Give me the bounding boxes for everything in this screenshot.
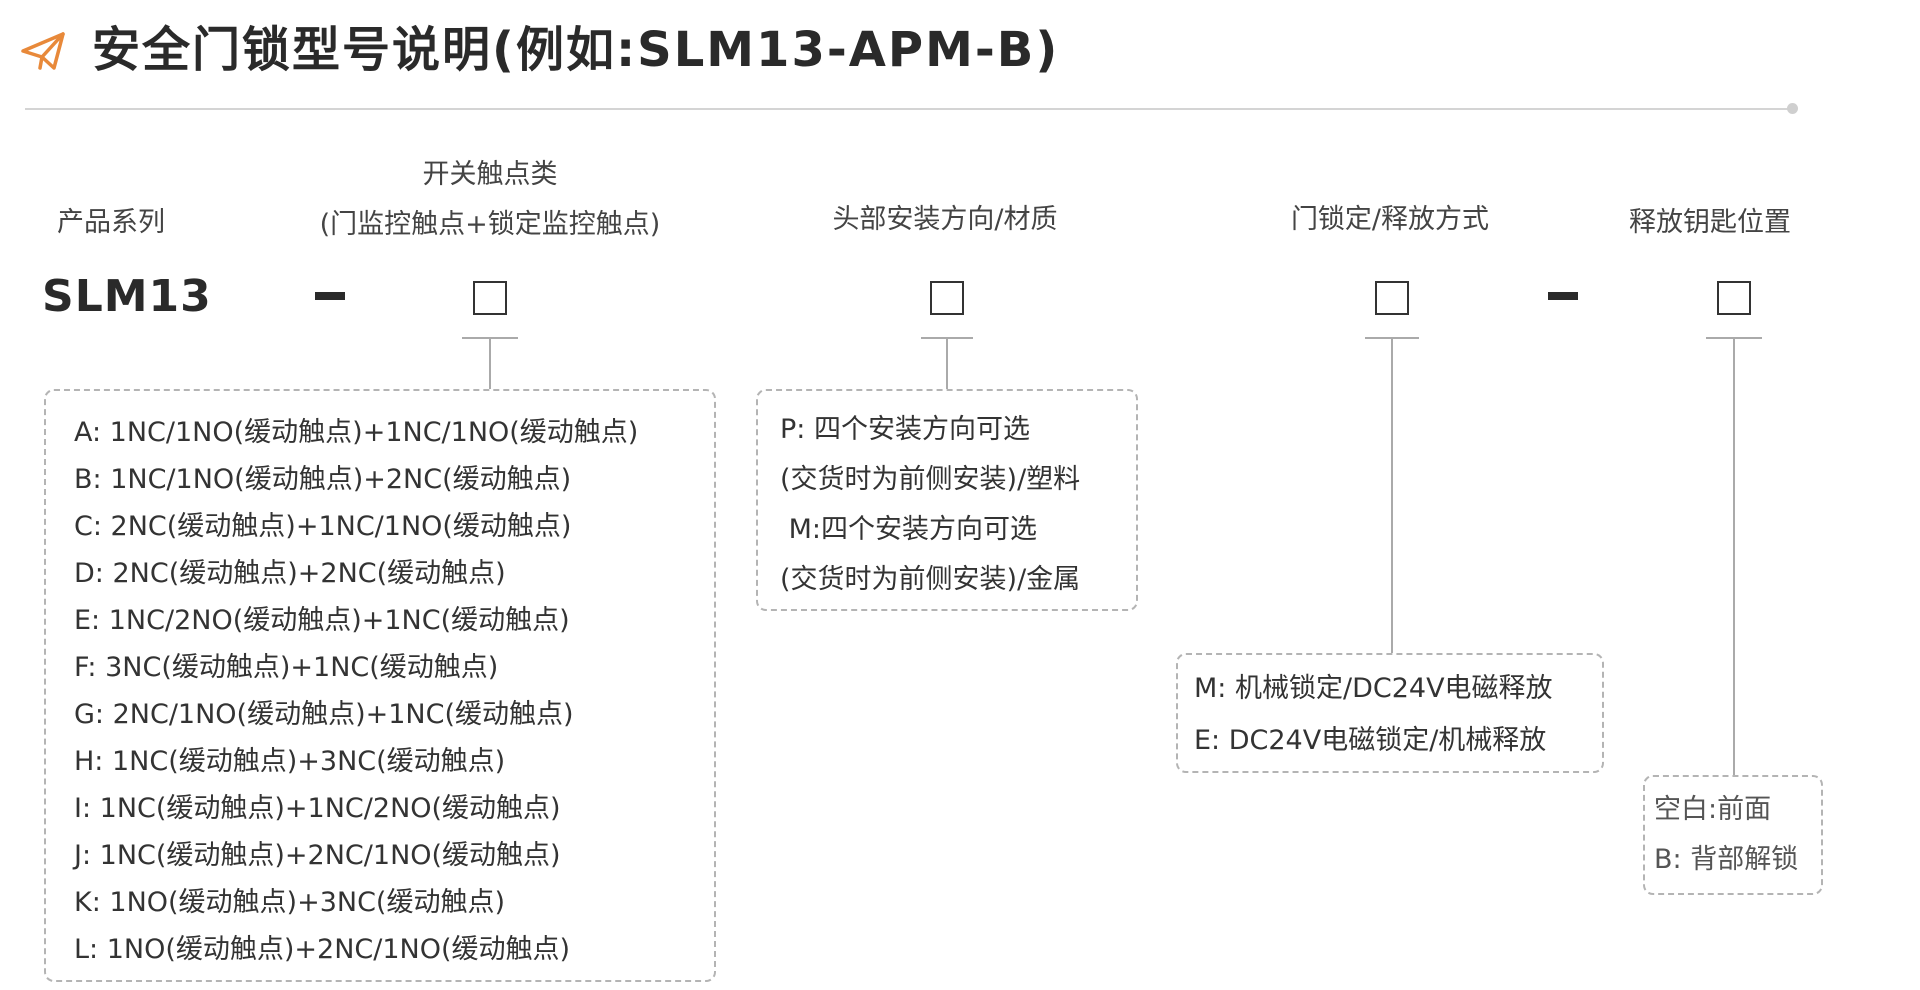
divider-end-dot (1787, 103, 1798, 114)
head-code-box (930, 281, 964, 315)
key-label: 释放钥匙位置 (1629, 207, 1791, 238)
contact-option-b: B: 1NC/1NO(缓动触点)+2NC(缓动触点) (74, 464, 572, 495)
contact-option-k: K: 1NO(缓动触点)+3NC(缓动触点) (74, 887, 505, 918)
contact-option-c: C: 2NC(缓动触点)+1NC/1NO(缓动触点) (74, 511, 572, 542)
key-options-box: 空白:前面 B: 背部解锁 (1643, 775, 1823, 895)
contact-label-line1: 开关触点类 (422, 159, 558, 190)
contact-label-line2: (门监控触点+锁定监控触点) (319, 209, 661, 240)
contact-option-g: G: 2NC/1NO(缓动触点)+1NC(缓动触点) (74, 699, 574, 730)
head-option-m: M:四个安装方向可选 (780, 514, 1037, 545)
contact-connector-line (489, 337, 491, 391)
lock-option-m: M: 机械锁定/DC24V电磁释放 (1194, 673, 1553, 704)
contact-option-f: F: 3NC(缓动触点)+1NC(缓动触点) (74, 652, 499, 683)
key-option-back: B: 背部解锁 (1654, 844, 1799, 875)
series-label: 产品系列 (57, 207, 165, 238)
contact-option-e: E: 1NC/2NO(缓动触点)+1NC(缓动触点) (74, 605, 570, 636)
head-option-p-note: (交货时为前侧安装)/塑料 (780, 464, 1081, 495)
paper-plane-icon (21, 32, 65, 70)
key-option-front: 空白:前面 (1654, 794, 1772, 825)
head-option-m-note: (交货时为前侧安装)/金属 (780, 564, 1081, 595)
key-connector-line (1733, 337, 1735, 777)
title-divider (25, 108, 1795, 110)
contact-option-l: L: 1NO(缓动触点)+2NC/1NO(缓动触点) (74, 934, 571, 965)
head-connector-line (946, 337, 948, 391)
head-option-p: P: 四个安装方向可选 (780, 414, 1030, 445)
lock-label: 门锁定/释放方式 (1290, 204, 1490, 235)
contact-option-h: H: 1NC(缓动触点)+3NC(缓动触点) (74, 746, 506, 777)
contact-option-d: D: 2NC(缓动触点)+2NC(缓动触点) (74, 558, 506, 589)
separator-dash (1548, 292, 1578, 300)
series-code: SLM13 (42, 271, 212, 322)
contact-option-i: I: 1NC(缓动触点)+1NC/2NO(缓动触点) (74, 793, 561, 824)
contact-options-box: A: 1NC/1NO(缓动触点)+1NC/1NO(缓动触点) B: 1NC/1N… (44, 389, 716, 982)
head-label: 头部安装方向/材质 (832, 204, 1058, 235)
lock-connector-line (1391, 337, 1393, 655)
contact-code-box (473, 281, 507, 315)
head-options-box: P: 四个安装方向可选 (交货时为前侧安装)/塑料 M:四个安装方向可选 (交货… (756, 389, 1138, 611)
contact-option-j: J: 1NC(缓动触点)+2NC/1NO(缓动触点) (74, 840, 561, 871)
lock-code-box (1375, 281, 1409, 315)
separator-dash (315, 292, 345, 300)
contact-option-a: A: 1NC/1NO(缓动触点)+1NC/1NO(缓动触点) (74, 417, 639, 448)
lock-options-box: M: 机械锁定/DC24V电磁释放 E: DC24V电磁锁定/机械释放 (1176, 653, 1604, 773)
page-title: 安全门锁型号说明(例如:SLM13-APM-B) (92, 22, 1060, 78)
lock-option-e: E: DC24V电磁锁定/机械释放 (1194, 725, 1547, 756)
key-code-box (1717, 281, 1751, 315)
